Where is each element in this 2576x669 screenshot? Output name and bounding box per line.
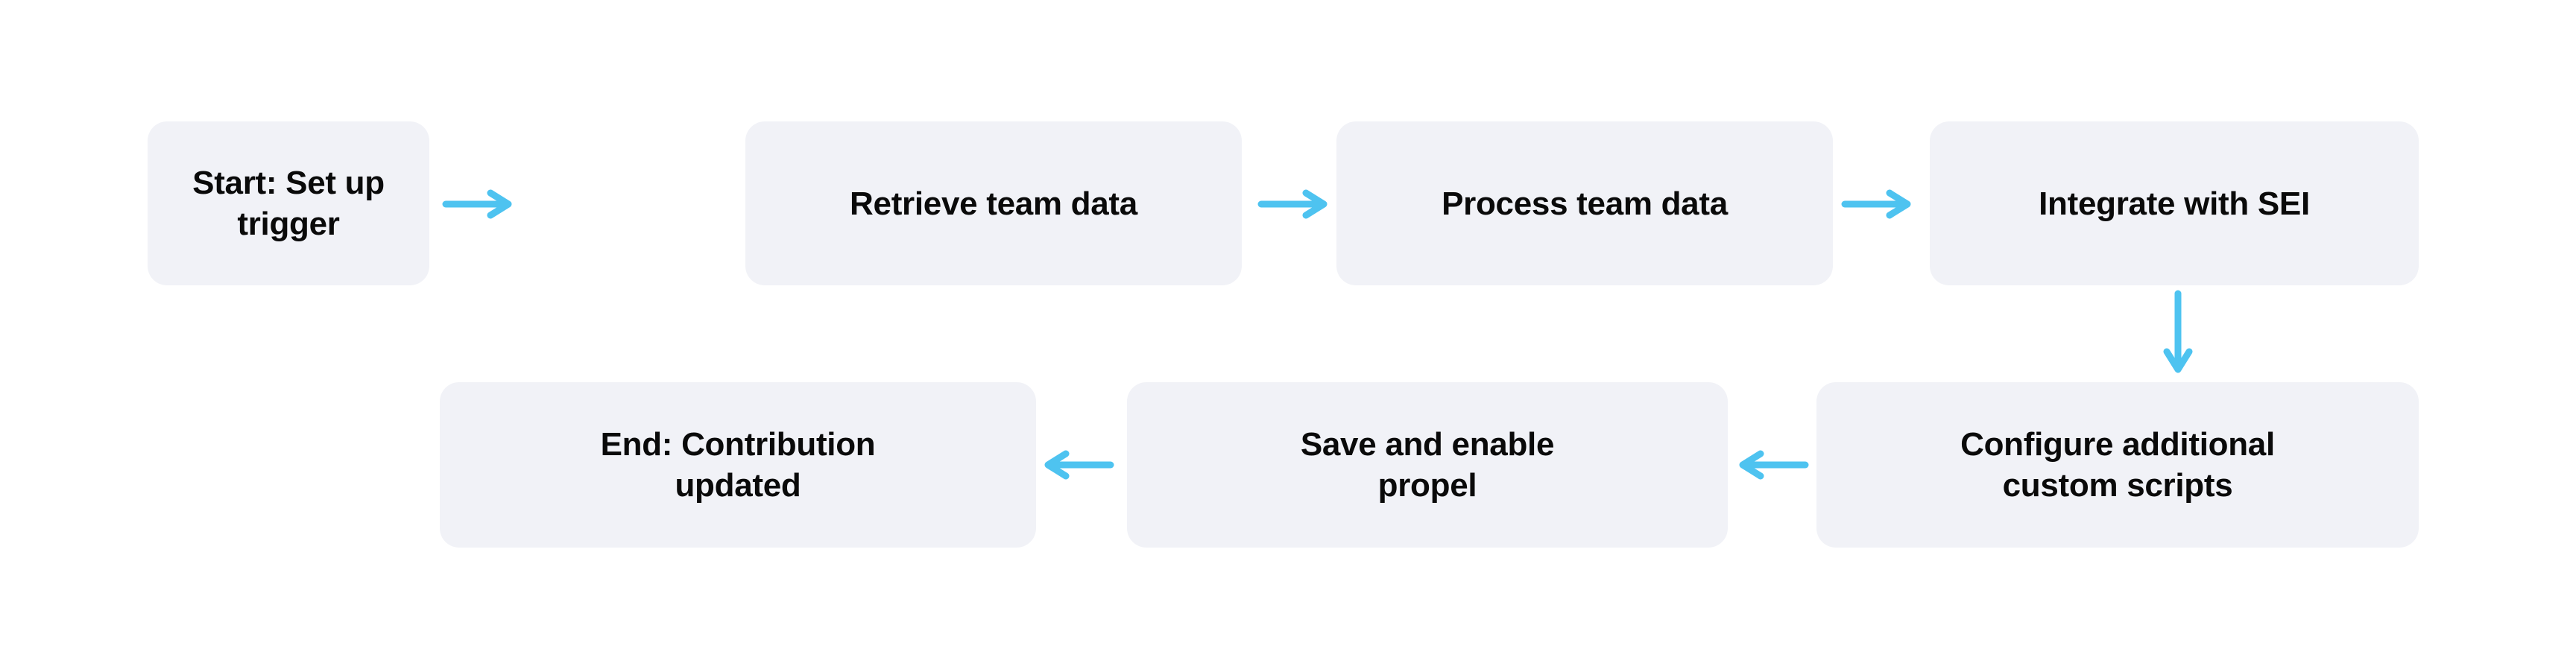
flow-node-start-set-up-trigger[interactable]: Start: Set up trigger bbox=[148, 121, 429, 285]
flow-node-save-and-enable-propel[interactable]: Save and enable propel bbox=[1127, 382, 1728, 548]
flow-arrow-left-1 bbox=[1739, 450, 1809, 480]
flow-node-configure-additional-custom-scripts[interactable]: Configure additional custom scripts bbox=[1816, 382, 2419, 548]
flow-node-retrieve-team-data[interactable]: Retrieve team data bbox=[745, 121, 1242, 285]
flow-arrow-down-1 bbox=[2163, 290, 2193, 373]
flow-node-process-team-data[interactable]: Process team data bbox=[1336, 121, 1833, 285]
flow-node-end-contribution-updated[interactable]: End: Contribution updated bbox=[440, 382, 1036, 548]
flow-arrow-right-3 bbox=[1841, 189, 1911, 219]
flow-arrow-right-2 bbox=[1257, 189, 1328, 219]
flow-node-integrate-with-sei[interactable]: Integrate with SEI bbox=[1930, 121, 2419, 285]
flow-arrow-right-1 bbox=[442, 189, 512, 219]
flow-arrow-left-2 bbox=[1044, 450, 1114, 480]
